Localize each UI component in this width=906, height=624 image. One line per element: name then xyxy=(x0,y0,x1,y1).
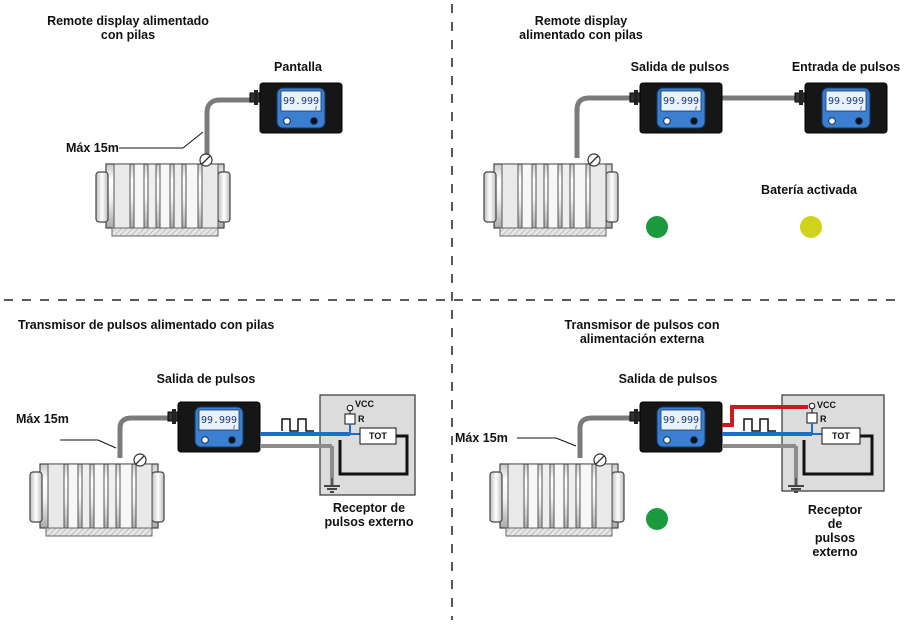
q3-vcc-label: VCC xyxy=(355,399,375,409)
q2-output-display xyxy=(629,82,723,134)
q3-title: Transmisor de pulsos alimentado con pila… xyxy=(18,318,275,332)
q3-output-label: Salida de pulsos xyxy=(156,372,256,386)
q2-input-label: Entrada de pulsos xyxy=(791,60,901,74)
q3-cable-label: Máx 15m xyxy=(16,412,69,426)
q4-pulse-wave xyxy=(743,418,776,432)
q1-cable xyxy=(204,97,252,158)
q4-power-line xyxy=(722,405,808,427)
q4-display xyxy=(629,401,723,453)
q1-display xyxy=(249,82,343,134)
green-dot-indicator xyxy=(646,216,668,238)
q1-title: Remote display alimentado con pilas xyxy=(47,14,209,42)
q4-output-label: Salida de pulsos xyxy=(618,372,718,386)
q4-vcc-label: VCC xyxy=(817,400,837,410)
q2-output-label: Salida de pulsos xyxy=(630,60,730,74)
q4-cable xyxy=(577,415,630,458)
q3-r-label: R xyxy=(358,414,365,424)
q3-tot-label: TOT xyxy=(369,431,387,441)
q4-cable-label: Máx 15m xyxy=(455,431,508,445)
q1-device-label: Pantalla xyxy=(274,60,322,74)
yellow-dot-indicator xyxy=(800,216,822,238)
q4-receiver-label: Receptor de pulsos externo xyxy=(807,503,863,559)
q3-cable xyxy=(117,415,168,458)
q2-flow-meter xyxy=(483,153,619,237)
q1-cable-label: Máx 15m xyxy=(66,141,119,155)
q4-title: Transmisor de pulsos con alimentación ex… xyxy=(564,318,720,346)
q3-receiver-box xyxy=(319,394,416,496)
q2-cable xyxy=(574,95,797,158)
q3-pulse-wave xyxy=(281,418,314,432)
q4-flow-meter xyxy=(489,453,625,537)
green-dot-indicator xyxy=(646,508,668,530)
q2-title: Remote display alimentado con pilas xyxy=(519,14,643,42)
q3-receiver-label: Receptor de pulsos externo xyxy=(324,501,414,529)
q3-flow-meter xyxy=(29,453,165,537)
q2-input-display xyxy=(794,82,888,134)
q1-flow-meter xyxy=(95,153,231,237)
q4-r-label: R xyxy=(820,414,827,424)
q4-tot-label: TOT xyxy=(832,431,850,441)
q2-battery-label: Batería activada xyxy=(761,183,857,197)
q3-display xyxy=(167,401,261,453)
